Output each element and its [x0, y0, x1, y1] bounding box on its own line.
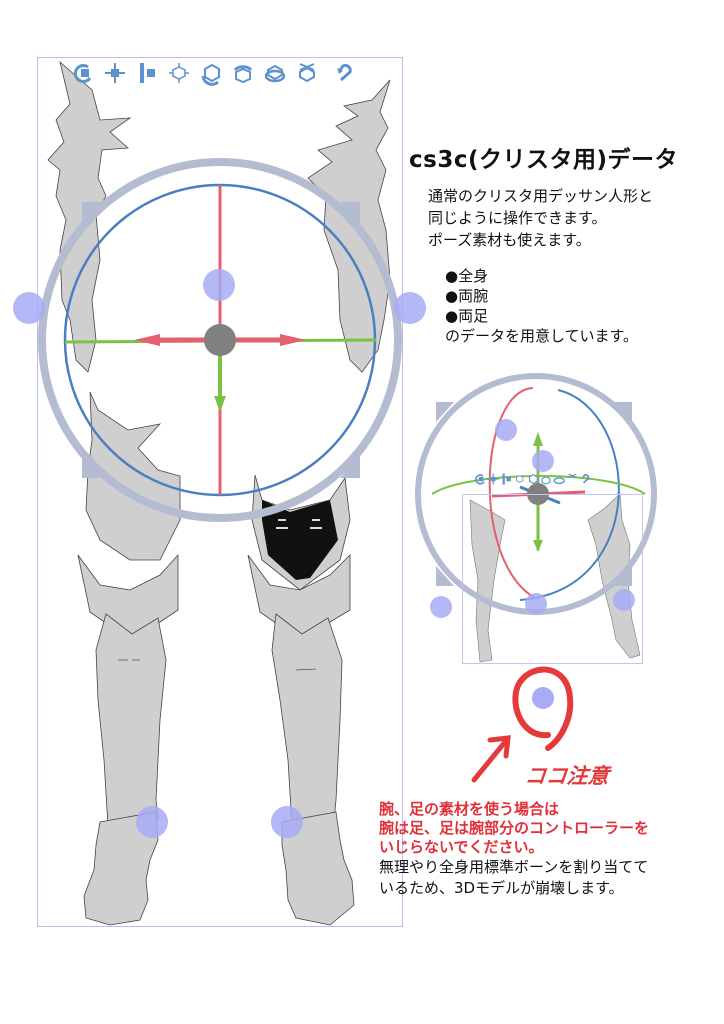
- description-line: ポーズ素材も使えます。: [428, 231, 591, 249]
- description-line: 同じように操作できます。: [428, 209, 607, 227]
- snap-to-floor-icon: [566, 473, 578, 485]
- right-shoulder-armor: [307, 79, 391, 373]
- highlighted-joint-handle: [532, 687, 554, 709]
- object-rotate-icon: [527, 473, 539, 485]
- list-footer: のデータを用意しています。: [445, 327, 639, 345]
- object-rotate-icon[interactable]: [200, 62, 222, 86]
- rotation-gizmo[interactable]: [38, 158, 402, 522]
- list-item: ●両腕: [445, 287, 489, 305]
- camera-rotate-icon: [474, 473, 486, 485]
- red-arrow: [471, 739, 508, 783]
- joint-handles[interactable]: [13, 269, 426, 838]
- red-circle-mark: [512, 666, 574, 751]
- crotch-armor: [251, 474, 351, 591]
- note-line: いるため、3Dモデルが崩壊します。: [379, 879, 624, 897]
- handwritten-warning-label: ココ注意: [523, 764, 611, 788]
- warning-line: いじらないでください。: [379, 838, 544, 856]
- camera-pan-icon: [487, 473, 499, 485]
- description: 通常のクリスタ用デッサン人形と 同じように操作できます。 ポーズ素材も使えます。: [428, 185, 653, 251]
- right-boot: [281, 811, 355, 926]
- warning-line: 腕、足の素材を使う場合は: [379, 800, 560, 818]
- note-line: 無理やり全身用標準ボーンを割り当てて: [379, 858, 649, 876]
- model-bounding-frame: [37, 57, 403, 927]
- camera-dolly-icon[interactable]: [136, 62, 158, 84]
- object-rotate-horizontal-icon: [540, 473, 552, 485]
- right-arm-model: [587, 493, 641, 659]
- preview-bounding-frame: [462, 494, 643, 664]
- joint-handle-right[interactable]: [394, 292, 426, 324]
- warning-text: 腕、足の素材を使う場合は 腕は足、足は腕部分のコントローラーを いじらないでくだ…: [379, 800, 649, 857]
- right-knee-guard: [247, 554, 351, 637]
- object-move-icon[interactable]: [168, 62, 190, 84]
- joint-handle-left-ankle[interactable]: [136, 806, 168, 838]
- camera-rotate-icon[interactable]: [72, 62, 94, 84]
- gizmo-outer-ring[interactable]: [38, 158, 402, 522]
- object-move-icon: [514, 473, 526, 485]
- joint-handle-left[interactable]: [13, 292, 45, 324]
- joint-handle-right-ankle[interactable]: [271, 806, 303, 838]
- left-hip-armor: [85, 391, 181, 561]
- list-item: ●両足: [445, 307, 489, 325]
- object-launcher-toolbar: [72, 62, 356, 86]
- warning-annotation: [471, 666, 574, 783]
- preview-z-ring: [519, 389, 620, 601]
- object-rotate-plane-icon[interactable]: [264, 62, 286, 84]
- preview-toolbar: [474, 473, 592, 485]
- data-list: ●全身 ●両腕 ●両足 のデータを用意しています。: [445, 266, 638, 346]
- left-boot: [83, 811, 159, 926]
- list-item: ●全身: [445, 267, 489, 285]
- left-shin: [95, 613, 167, 827]
- description-line: 通常のクリスタ用デッサン人形と: [428, 187, 654, 205]
- camera-dolly-icon: [500, 473, 512, 485]
- snap-to-floor-icon[interactable]: [296, 62, 318, 84]
- left-knee-guard: [77, 553, 179, 637]
- y-axis-arrow[interactable]: [214, 355, 226, 412]
- warning-line: 腕は足、足は腕部分のコントローラーを: [379, 819, 650, 837]
- right-shin: [271, 613, 343, 827]
- joint-handle-hip[interactable]: [203, 269, 235, 301]
- object-rotate-plane-icon: [553, 473, 565, 485]
- reset-undo-icon: [580, 473, 592, 485]
- object-rotate-horizontal-icon[interactable]: [232, 62, 254, 84]
- page-title: cs3c(クリスタ用)データ: [409, 147, 678, 173]
- arm-preview-viewport: [415, 373, 657, 663]
- preview-y-ring: [431, 475, 646, 495]
- x-axis-arrows[interactable]: [134, 334, 306, 346]
- reset-undo-icon[interactable]: [334, 62, 356, 84]
- camera-pan-icon[interactable]: [104, 62, 126, 84]
- center-pivot[interactable]: [204, 324, 236, 356]
- note-text: 無理やり全身用標準ボーンを割り当てて いるため、3Dモデルが崩壊します。: [379, 857, 648, 899]
